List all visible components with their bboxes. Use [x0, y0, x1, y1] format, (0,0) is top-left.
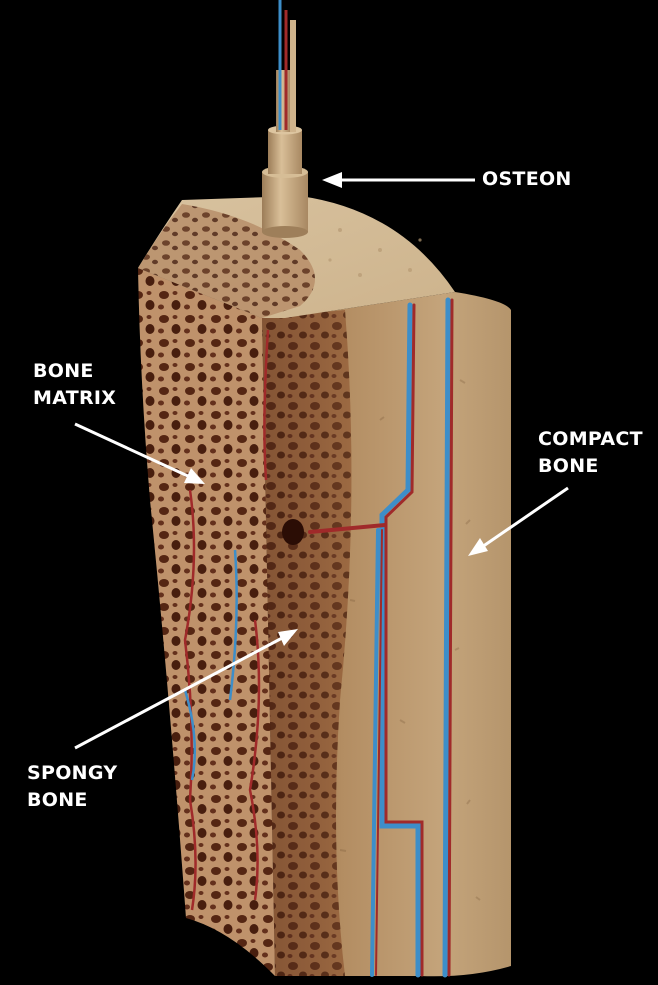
osteon-cylinder [262, 0, 308, 238]
annotation-arrows [74, 172, 569, 750]
spongy-bone-label-line1: SPONGY [27, 762, 118, 784]
spongy-bone-label-line2: BONE [27, 789, 88, 811]
bone-matrix-face [138, 268, 275, 976]
top-canal-dots [328, 228, 422, 277]
osteon-label: OSTEON [482, 166, 572, 193]
compact-bone-label-line1: COMPACT [538, 428, 643, 450]
bone-matrix-label: BONE MATRIX [33, 358, 116, 412]
compact-bone-label: COMPACT BONE [538, 426, 643, 480]
marrow-vessels [183, 329, 270, 911]
compact-bone-label-line2: BONE [538, 455, 599, 477]
bone-matrix-label-line1: BONE [33, 360, 94, 382]
bone-matrix-label-line2: MATRIX [33, 387, 117, 409]
haversine-vessels [308, 297, 454, 978]
nutrient-canal-opening [282, 519, 304, 545]
spongy-bone-label: SPONGY BONE [27, 760, 117, 814]
osteon-label-text: OSTEON [482, 168, 572, 190]
